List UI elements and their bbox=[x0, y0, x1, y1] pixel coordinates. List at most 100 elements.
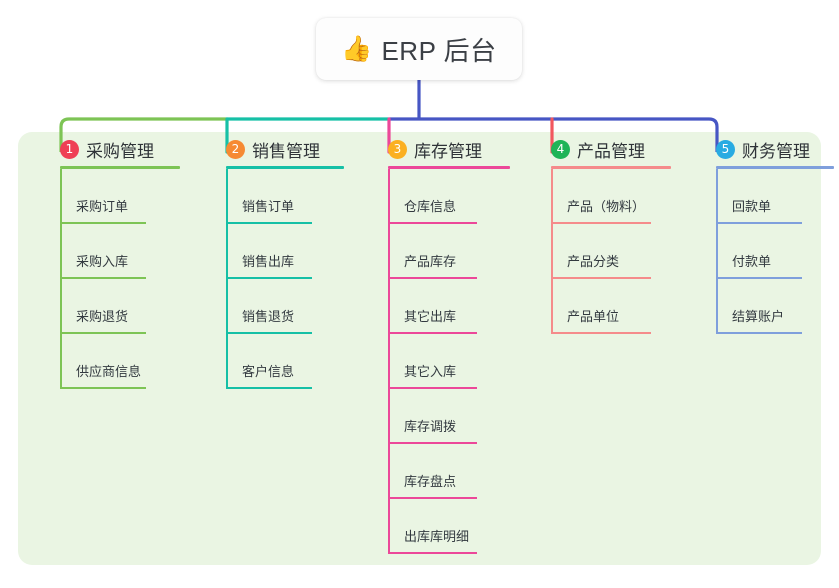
column-spine bbox=[60, 169, 62, 389]
list-item[interactable]: 销售退货 bbox=[206, 279, 344, 334]
list-item-label: 采购订单 bbox=[76, 199, 129, 214]
list-item-label: 销售出库 bbox=[242, 254, 295, 269]
list-item[interactable]: 库存盘点 bbox=[368, 444, 510, 499]
list-item[interactable]: 供应商信息 bbox=[40, 334, 180, 389]
list-item-rule bbox=[716, 332, 802, 334]
list-item[interactable]: 采购入库 bbox=[40, 224, 180, 279]
column-badge-5: 5 bbox=[716, 139, 735, 159]
list-item-label: 其它入库 bbox=[404, 364, 457, 379]
column-header-5[interactable]: 5 财务管理 bbox=[696, 132, 834, 166]
column-2: 2 销售管理销售订单销售出库销售退货客户信息 bbox=[206, 132, 344, 389]
column-items: 产品（物料） 产品分类产品单位 bbox=[531, 169, 671, 334]
list-item[interactable]: 销售出库 bbox=[206, 224, 344, 279]
column-5: 5 财务管理回款单付款单结算账户 bbox=[696, 132, 834, 334]
list-item[interactable]: 付款单 bbox=[696, 224, 834, 279]
list-item-label: 采购退货 bbox=[76, 309, 129, 324]
list-item-label: 仓库信息 bbox=[404, 199, 457, 214]
list-item[interactable]: 其它入库 bbox=[368, 334, 510, 389]
column-1: 1 采购管理采购订单采购入库采购退货供应商信息 bbox=[40, 132, 180, 389]
list-item-rule bbox=[551, 277, 651, 279]
list-item-rule bbox=[226, 332, 312, 334]
column-header-rule bbox=[60, 166, 180, 169]
list-item-rule bbox=[716, 222, 802, 224]
column-title: 财务管理 bbox=[742, 141, 810, 161]
list-item-label: 出库库明细 bbox=[404, 529, 470, 544]
list-item[interactable]: 产品分类 bbox=[531, 224, 671, 279]
list-item[interactable]: 结算账户 bbox=[696, 279, 834, 334]
column-header-1[interactable]: 1 采购管理 bbox=[40, 132, 180, 166]
list-item-label: 库存调拨 bbox=[404, 419, 457, 434]
list-item-rule bbox=[226, 387, 312, 389]
column-items: 采购订单采购入库采购退货供应商信息 bbox=[40, 169, 180, 389]
list-item-label: 产品（物料） bbox=[567, 199, 646, 214]
column-header-4[interactable]: 4 产品管理 bbox=[531, 132, 671, 166]
list-item-label: 产品单位 bbox=[567, 309, 620, 324]
column-badge-4: 4 bbox=[551, 139, 570, 159]
column-3: 3 库存管理仓库信息产品库存其它出库其它入库库存调拨库存盘点出库库明细 bbox=[368, 132, 510, 554]
list-item-label: 销售订单 bbox=[242, 199, 295, 214]
list-item-label: 产品分类 bbox=[567, 254, 620, 269]
columns-container: 1 采购管理采购订单采购入库采购退货供应商信息 2 销售管理销售订单销售出库销售退货客… bbox=[18, 132, 834, 565]
list-item[interactable]: 产品单位 bbox=[531, 279, 671, 334]
content-panel bbox=[18, 132, 821, 565]
column-header-rule bbox=[716, 166, 834, 169]
list-item-rule bbox=[226, 222, 312, 224]
list-item-label: 供应商信息 bbox=[76, 364, 142, 379]
column-header-2[interactable]: 2 销售管理 bbox=[206, 132, 344, 166]
list-item[interactable]: 库存调拨 bbox=[368, 389, 510, 444]
list-item[interactable]: 回款单 bbox=[696, 169, 834, 224]
root-node-card[interactable]: 👍 ERP 后台 bbox=[316, 18, 522, 80]
column-title: 产品管理 bbox=[577, 141, 645, 161]
list-item[interactable]: 产品库存 bbox=[368, 224, 510, 279]
list-item[interactable]: 销售订单 bbox=[206, 169, 344, 224]
column-header-3[interactable]: 3 库存管理 bbox=[368, 132, 510, 166]
column-items: 回款单付款单结算账户 bbox=[696, 169, 834, 334]
list-item[interactable]: 产品（物料） bbox=[531, 169, 671, 224]
list-item-rule bbox=[60, 387, 146, 389]
list-item-rule bbox=[388, 277, 477, 279]
list-item-rule bbox=[60, 222, 146, 224]
list-item[interactable]: 采购退货 bbox=[40, 279, 180, 334]
column-spine bbox=[551, 169, 553, 334]
list-item-rule bbox=[388, 442, 477, 444]
column-spine bbox=[716, 169, 718, 334]
column-title: 采购管理 bbox=[86, 141, 154, 161]
column-badge-3: 3 bbox=[388, 139, 407, 159]
list-item-rule bbox=[388, 552, 477, 554]
list-item-label: 采购入库 bbox=[76, 254, 129, 269]
list-item-label: 销售退货 bbox=[242, 309, 295, 324]
list-item-rule bbox=[551, 332, 651, 334]
thumbs-up-emoji: 👍 bbox=[341, 34, 373, 63]
list-item-rule bbox=[388, 332, 477, 334]
list-item[interactable]: 其它出库 bbox=[368, 279, 510, 334]
column-spine bbox=[226, 169, 228, 389]
column-items: 销售订单销售出库销售退货客户信息 bbox=[206, 169, 344, 389]
list-item-rule bbox=[60, 332, 146, 334]
column-title: 销售管理 bbox=[252, 141, 320, 161]
list-item-label: 客户信息 bbox=[242, 364, 295, 379]
list-item-label: 付款单 bbox=[732, 254, 772, 269]
list-item-rule bbox=[60, 277, 146, 279]
column-badge-2: 2 bbox=[226, 139, 245, 159]
list-item[interactable]: 出库库明细 bbox=[368, 499, 510, 554]
list-item[interactable]: 客户信息 bbox=[206, 334, 344, 389]
column-items: 仓库信息产品库存其它出库其它入库库存调拨库存盘点出库库明细 bbox=[368, 169, 510, 554]
list-item-label: 结算账户 bbox=[732, 309, 785, 324]
list-item-label: 其它出库 bbox=[404, 309, 457, 324]
list-item-rule bbox=[388, 387, 477, 389]
column-spine bbox=[388, 169, 390, 554]
column-title: 库存管理 bbox=[414, 141, 482, 161]
list-item-rule bbox=[716, 277, 802, 279]
list-item-rule bbox=[551, 222, 651, 224]
list-item-label: 回款单 bbox=[732, 199, 772, 214]
list-item-rule bbox=[388, 497, 477, 499]
column-badge-1: 1 bbox=[60, 139, 79, 159]
list-item-label: 库存盘点 bbox=[404, 474, 457, 489]
column-header-rule bbox=[388, 166, 510, 169]
column-header-rule bbox=[551, 166, 671, 169]
root-node-title: ERP 后台 bbox=[381, 35, 497, 66]
list-item-rule bbox=[226, 277, 312, 279]
list-item[interactable]: 仓库信息 bbox=[368, 169, 510, 224]
list-item[interactable]: 采购订单 bbox=[40, 169, 180, 224]
